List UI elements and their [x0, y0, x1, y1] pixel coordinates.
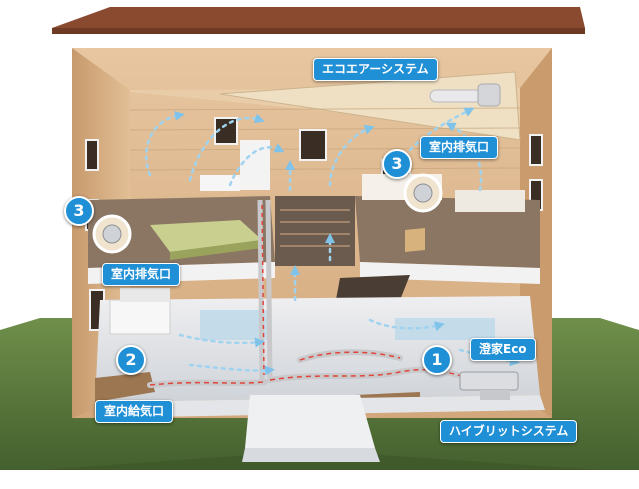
- eco-air-duct: [429, 83, 501, 107]
- chouka-eco-label: 澄家Eco: [470, 338, 536, 361]
- marker-2: 2: [116, 345, 146, 375]
- marker-3-right: 3: [382, 149, 412, 179]
- foundation: [95, 395, 545, 462]
- supply-vent-label: 室内給気口: [95, 400, 174, 423]
- exhaust-vent-label-left: 室内排気口: [102, 263, 181, 286]
- marker-3-left: 3: [64, 196, 94, 226]
- hybrid-system-label: ハイブリットシステム: [440, 420, 578, 443]
- supply-duct-flow: [149, 351, 481, 386]
- exhaust-vent-closeup-left: [92, 214, 132, 254]
- marker-1: 1: [422, 345, 452, 375]
- first-floor: [95, 288, 540, 412]
- roof: [52, 7, 585, 50]
- vertical-ducts: [257, 199, 273, 381]
- exhaust-vent-label-right: 室内排気口: [420, 136, 499, 159]
- exhaust-vent-closeup-right: [403, 173, 443, 213]
- eco-air-system-label: エコエアーシステム: [313, 58, 438, 81]
- hybrid-unit: [459, 371, 519, 400]
